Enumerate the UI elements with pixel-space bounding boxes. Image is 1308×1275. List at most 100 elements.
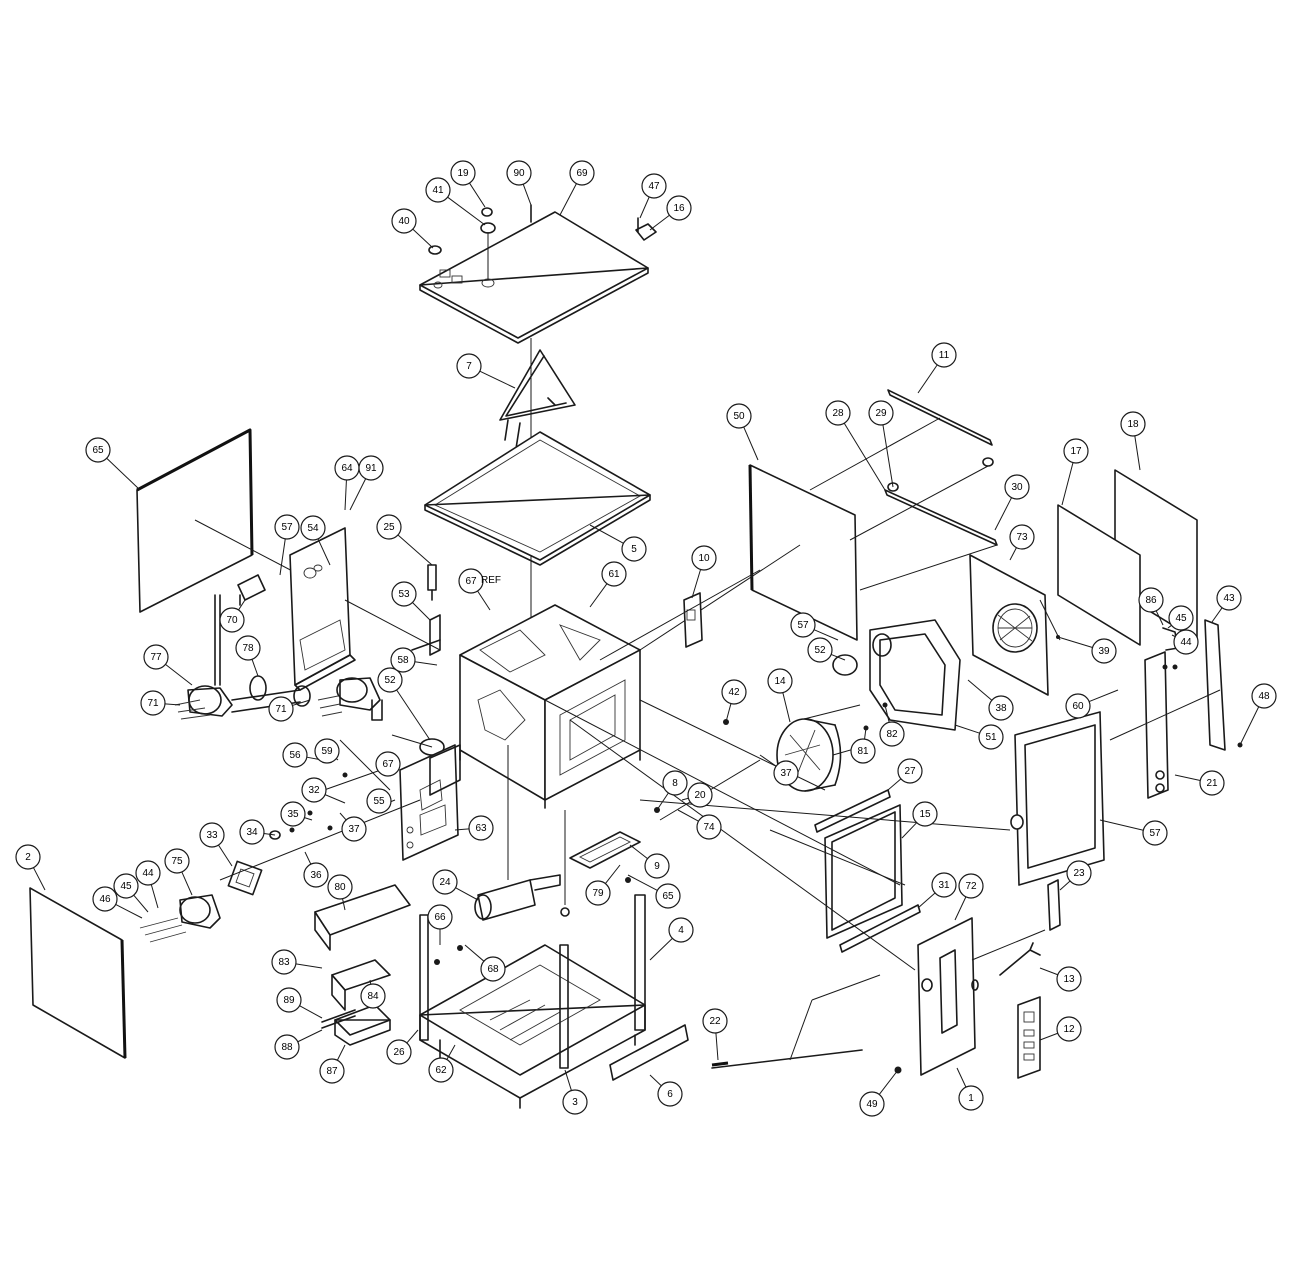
callout-circle — [391, 208, 417, 234]
callout-circle — [468, 815, 494, 841]
callout-circle — [562, 1089, 588, 1115]
callout-circle — [696, 814, 722, 840]
callout-number: 70 — [226, 615, 238, 626]
callout-leader — [605, 864, 621, 884]
callout-number: 38 — [995, 703, 1007, 714]
callout-65: 65 — [627, 874, 681, 909]
callout-circle — [219, 607, 245, 633]
callout-leader — [1039, 1032, 1058, 1041]
callout-13: 13 — [1039, 966, 1082, 992]
callout-6: 6 — [649, 1074, 683, 1107]
callout-number: 20 — [694, 790, 706, 801]
callout-50: 50 — [726, 403, 759, 461]
callout-circle — [773, 760, 799, 786]
callout-circle — [767, 668, 793, 694]
callout-leader — [477, 590, 491, 611]
callout-circle — [375, 751, 401, 777]
callout-circle — [480, 956, 506, 982]
callout-number: 59 — [321, 746, 333, 757]
callout-leader — [994, 497, 1012, 531]
callout-circle — [280, 801, 306, 827]
callout-leader — [629, 844, 648, 860]
callout-number: 89 — [283, 995, 295, 1006]
callout-leader — [446, 1044, 456, 1060]
callout-43: 43 — [1211, 585, 1242, 623]
door-strips — [814, 789, 921, 953]
callout-70: 70 — [219, 599, 246, 633]
callout-leader — [1155, 610, 1164, 626]
callout-number: 8 — [672, 778, 678, 789]
hinge-panel — [1144, 627, 1179, 799]
callout-number: 36 — [310, 870, 322, 881]
callout-55: 55 — [366, 788, 392, 814]
callout-circle — [978, 724, 1004, 750]
callout-number: 34 — [246, 827, 258, 838]
callout-leader — [336, 1044, 346, 1061]
callout-circle — [721, 679, 747, 705]
callout-4: 4 — [649, 917, 694, 961]
callout-circle — [428, 1057, 454, 1083]
callout-84: 84 — [360, 979, 386, 1009]
callout-5: 5 — [589, 524, 647, 562]
callout-number: 56 — [289, 750, 301, 761]
callout-leader — [649, 214, 670, 231]
callout-circle — [641, 173, 667, 199]
right-rear-panel — [639, 464, 858, 651]
keypad — [1017, 996, 1041, 1079]
callout-circle — [1251, 683, 1277, 709]
callout-number: 73 — [1016, 532, 1028, 543]
callout-number: 41 — [432, 185, 444, 196]
callout-circle — [199, 822, 225, 848]
left-rear-panel — [136, 428, 301, 613]
small-brackets — [411, 564, 441, 656]
callout-circle — [850, 738, 876, 764]
callout-leader — [1211, 607, 1223, 623]
callout-number: 40 — [398, 216, 410, 227]
callout-leader — [1057, 636, 1093, 648]
callout-number: 14 — [774, 676, 786, 687]
callout-leader — [656, 792, 669, 811]
callout-88: 88 — [274, 1029, 323, 1060]
callout-circle — [958, 873, 984, 899]
callout-circle — [569, 160, 595, 186]
callout-44: 44 — [1171, 629, 1199, 655]
door-gasket — [824, 804, 903, 939]
callout-leader — [412, 228, 434, 249]
callout-circle — [1168, 605, 1194, 631]
callout-number: 9 — [654, 861, 660, 872]
callout-58: 58 — [390, 647, 438, 673]
callout-leader — [967, 679, 993, 701]
callout-number: 63 — [475, 823, 487, 834]
callout-circle — [879, 721, 905, 747]
callout-leader — [759, 754, 777, 767]
callout-number: 10 — [698, 553, 710, 564]
callout-number: 7 — [466, 361, 472, 372]
callout-circle — [282, 742, 308, 768]
callout-number: 18 — [1127, 419, 1139, 430]
callout-leader — [369, 979, 372, 985]
callout-leader — [238, 599, 246, 611]
callout-number: 45 — [1175, 613, 1187, 624]
callout-74: 74 — [677, 809, 722, 840]
callout-number: 57 — [797, 620, 809, 631]
callout-leader — [218, 844, 233, 867]
callout-leader — [1167, 624, 1172, 629]
callout-67: 67 — [375, 751, 401, 777]
callout-19: 19 — [450, 160, 486, 208]
ref-note: REF — [481, 575, 501, 586]
callout-circle — [271, 949, 297, 975]
callout-89: 89 — [276, 987, 323, 1019]
callout-40: 40 — [391, 208, 434, 249]
callout-circle — [931, 342, 957, 368]
callout-leader — [954, 724, 980, 734]
callout-number: 27 — [904, 766, 916, 777]
callout-57: 57 — [274, 514, 300, 576]
callout-circle — [1065, 693, 1091, 719]
callout-leader — [956, 1067, 967, 1088]
callout-circle — [1056, 1016, 1082, 1042]
callout-leader — [882, 424, 894, 488]
callout-circle — [314, 738, 340, 764]
callout-37: 37 — [339, 812, 367, 842]
callout-circle — [301, 777, 327, 803]
callout-circle — [1173, 629, 1199, 655]
